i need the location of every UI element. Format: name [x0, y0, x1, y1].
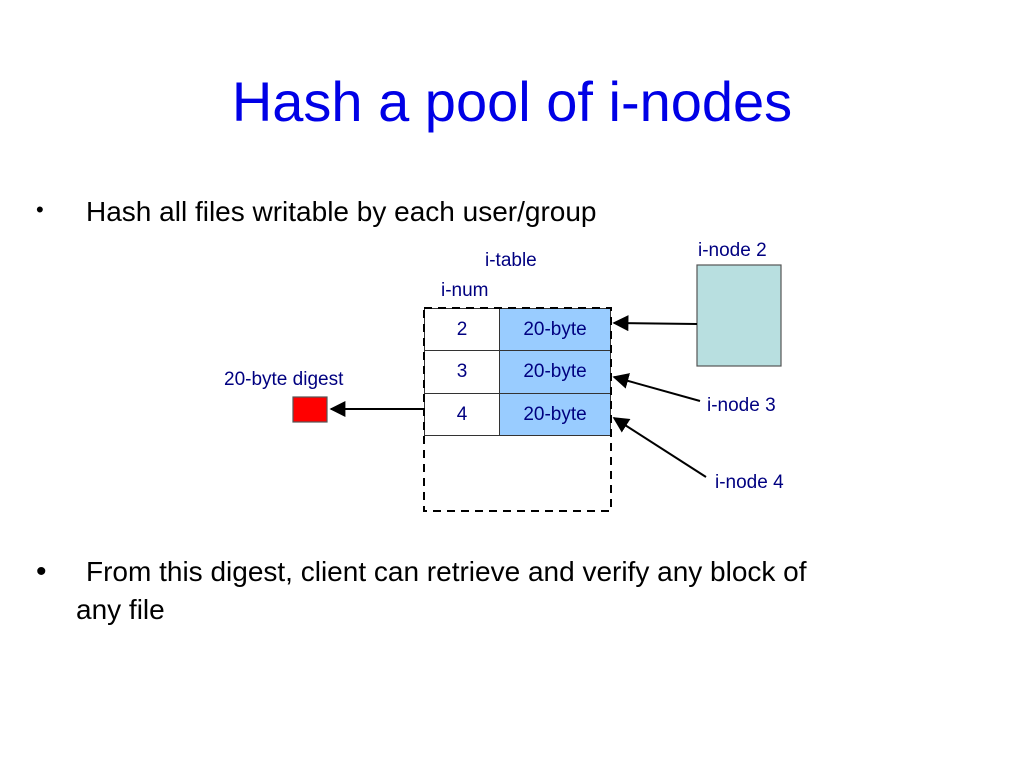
i-node-2-box — [696, 264, 782, 367]
bullet-1-text: Hash all files writable by each user/gro… — [86, 196, 597, 227]
bullet-2-text-line-1: From this digest, client can retrieve an… — [86, 556, 807, 587]
digest-box — [292, 396, 328, 423]
slide-title: Hash a pool of i-nodes — [231, 70, 793, 133]
arrow-i-node-2 — [612, 315, 698, 332]
digest-label: 20-byte digest — [224, 369, 344, 390]
i-num-label: i-num — [441, 280, 489, 301]
hash-cell-4: 20-byte — [499, 393, 611, 436]
bullet-marker: • — [36, 197, 44, 222]
hash-cell-2: 20-byte — [499, 308, 611, 351]
i-node-2-label: i-node 2 — [698, 240, 767, 261]
i-node-3-label: i-node 3 — [707, 395, 776, 416]
arrow-i-node-4 — [612, 417, 707, 478]
hash-cell-3: 20-byte — [499, 350, 611, 394]
inum-cell-4: 4 — [424, 393, 500, 436]
bullet-marker: • — [36, 555, 47, 588]
i-table-label: i-table — [485, 250, 537, 271]
bullet-2-text-line-2: any file — [76, 594, 165, 625]
i-node-4-label: i-node 4 — [715, 472, 784, 493]
arrow-i-node-3 — [612, 373, 701, 402]
i-table-pool-outline — [423, 307, 612, 512]
